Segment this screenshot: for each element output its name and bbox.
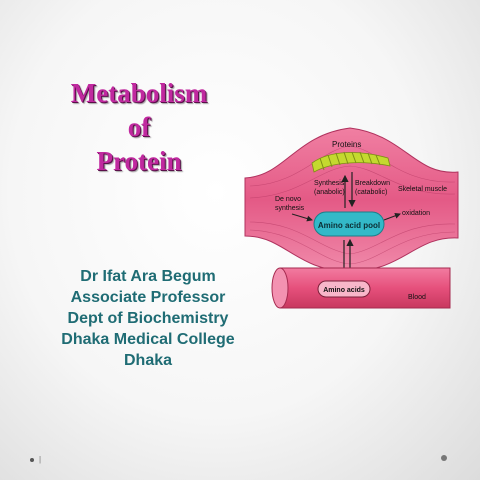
footer-dot-icon — [30, 457, 34, 462]
label-de-novo: De novo — [275, 196, 301, 203]
page-marker: | — [39, 455, 42, 464]
label-de-novo-synthesis: synthesis — [275, 205, 305, 212]
label-breakdown: Breakdown — [355, 180, 390, 187]
author-department: Dept of Biochemistry — [67, 310, 229, 327]
label-amino-acids: Amino acids — [323, 287, 365, 294]
label-oxidation: oxidation — [402, 210, 430, 217]
author-name: Dr Ifat Ara Begum — [80, 268, 216, 285]
de-novo-arrow — [291, 213, 313, 222]
title-line-3: Protein — [96, 146, 182, 176]
title-line-2: of — [127, 112, 151, 142]
label-catabolic: (catabolic) — [355, 189, 387, 196]
slide-footer-left: | — [30, 455, 41, 464]
footer-right-dot-icon — [441, 455, 447, 461]
label-synthesis: Synthesis — [314, 180, 345, 187]
author-city: Dhaka — [123, 352, 173, 369]
label-skeletal-muscle: Skeletal muscle — [398, 186, 447, 193]
label-blood: Blood — [408, 294, 426, 301]
label-amino-acid-pool: Amino acid pool — [318, 221, 380, 230]
author-position: Associate Professor — [70, 289, 226, 306]
label-proteins: Proteins — [332, 140, 361, 149]
author-block: Dr Ifat Ara Begum Associate Professor De… — [40, 266, 256, 371]
author-college: Dhaka Medical College — [61, 331, 235, 348]
amino-acid-pool: Amino acid pool — [313, 211, 385, 237]
label-anabolic: (anabolic) — [314, 189, 345, 196]
oxidation-arrow — [383, 212, 401, 221]
blood-vessel: Amino acids Blood — [271, 267, 451, 309]
title-line-1: Metabolism — [70, 78, 208, 108]
slide-title: Metabolism of Protein — [44, 76, 234, 178]
protein-strand-icon — [311, 151, 391, 173]
